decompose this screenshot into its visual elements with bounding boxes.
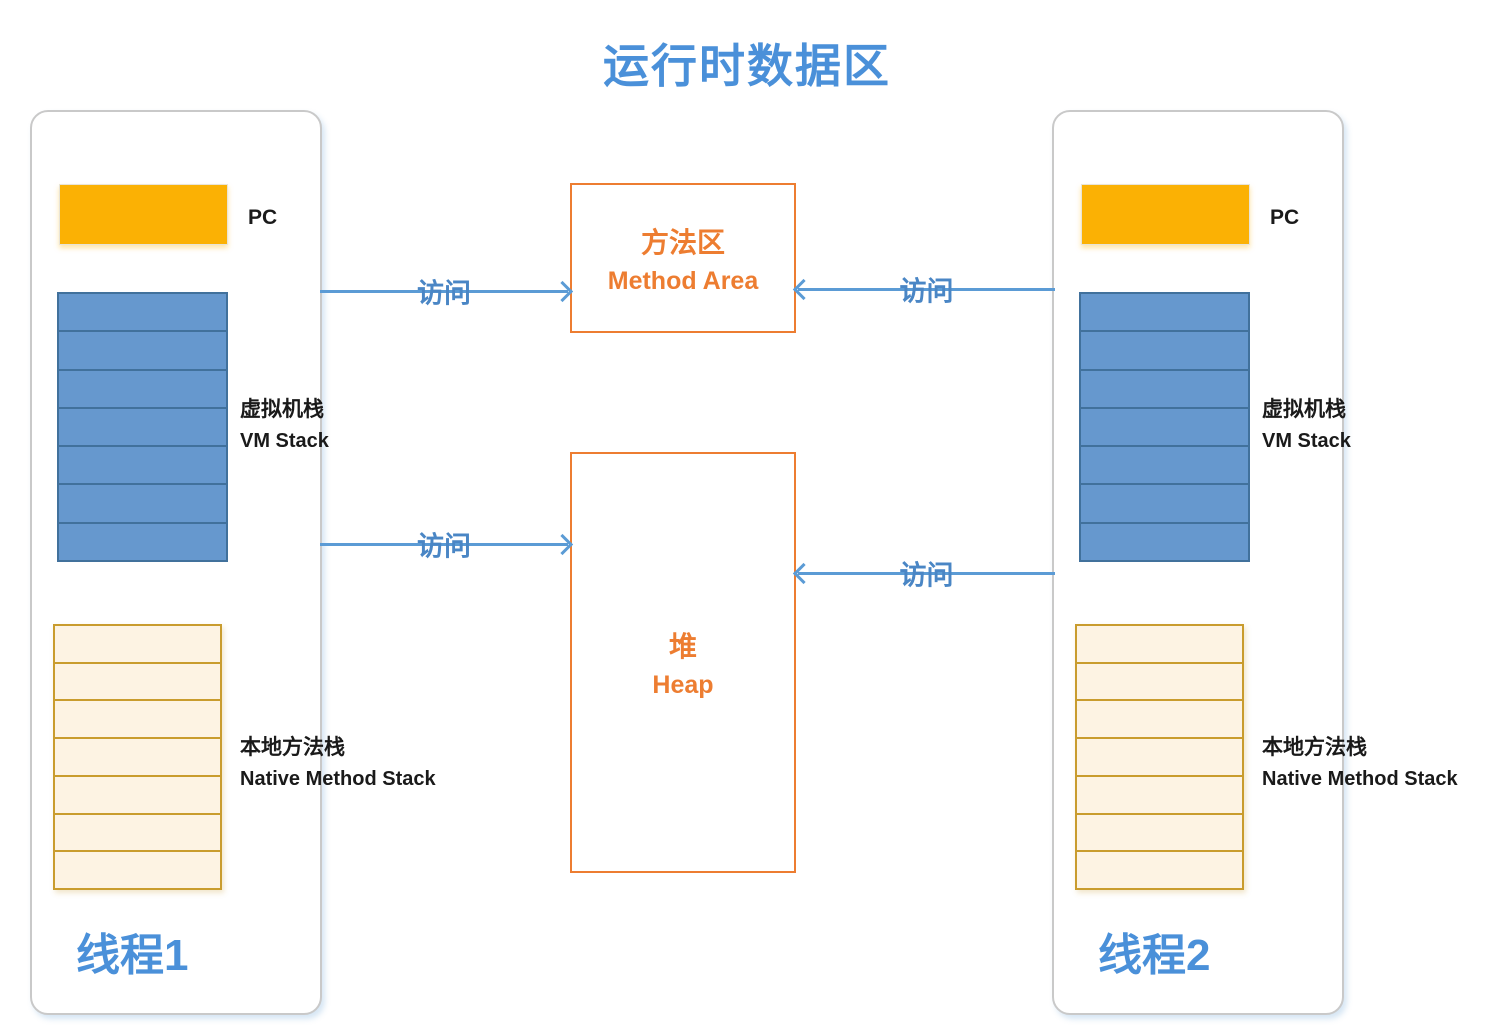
access-label: 访问 — [899, 276, 954, 307]
stack-row — [1077, 776, 1242, 815]
stack-row — [59, 523, 226, 560]
thread1-panel: PC 虚拟机栈 VM Stack 本地方法栈 Native Method Sta… — [30, 110, 436, 1015]
thread1-native-method-stack — [53, 624, 222, 890]
thread1-pc-label: PC — [248, 206, 278, 229]
arrowhead-left-icon — [792, 278, 815, 301]
thread2-panel: PC 虚拟机栈 VM Stack 本地方法栈 Native Method Sta… — [1052, 110, 1458, 1015]
thread1-vm-stack — [57, 292, 228, 562]
stack-row — [1081, 485, 1248, 524]
thread1-native-stack-label-en: Native Method Stack — [240, 767, 436, 790]
stack-row — [1081, 408, 1248, 448]
arrowhead-left-icon — [792, 562, 815, 585]
thread2-vm-stack — [1079, 292, 1250, 562]
thread1-vm-stack-caption: 虚拟机栈 VM Stack — [240, 394, 480, 456]
method-area-label-zh: 方法区 — [640, 226, 725, 258]
heap-label-en: Heap — [652, 671, 714, 699]
thread1-vm-stack-label-zh: 虚拟机栈 — [240, 398, 324, 421]
thread2-vm-stack-label-en: VM Stack — [1262, 429, 1351, 452]
access-label: 访问 — [417, 531, 471, 562]
thread2-label: 线程2 — [1098, 931, 1211, 980]
stack-row — [1077, 701, 1242, 740]
stack-row — [55, 739, 220, 777]
stack-row — [1077, 852, 1242, 889]
thread2-native-stack-label-en: Native Method Stack — [1262, 767, 1458, 790]
stack-row — [1077, 739, 1242, 777]
thread2-pc-label: PC — [1270, 206, 1300, 229]
thread2-vm-stack-caption: 虚拟机栈 VM Stack — [1262, 394, 1494, 456]
stack-row — [59, 332, 226, 371]
stack-row — [55, 852, 220, 889]
thread2-vm-stack-label-zh: 虚拟机栈 — [1262, 398, 1346, 421]
access-label: 访问 — [417, 278, 471, 309]
thread2-pc-register-box — [1081, 184, 1250, 245]
stack-row — [55, 701, 220, 740]
method-area-label-en: Method Area — [607, 266, 759, 295]
arrow-thread2-to-heap: 访问 — [792, 561, 1055, 591]
stack-row — [55, 663, 220, 702]
stack-row — [1081, 294, 1248, 333]
thread1-vm-stack-label-en: VM Stack — [240, 429, 329, 452]
stack-row — [59, 485, 226, 524]
arrow-thread1-to-heap: 访问 — [320, 532, 574, 562]
heap-box: 堆 Heap — [570, 452, 796, 873]
stack-row — [55, 814, 220, 853]
thread1-native-stack-caption: 本地方法栈 Native Method Stack — [240, 732, 480, 794]
arrow-thread1-to-method-area: 访问 — [320, 279, 574, 309]
arrow-thread2-to-method-area: 访问 — [792, 277, 1055, 307]
stack-row — [1081, 370, 1248, 409]
stack-row — [1077, 814, 1242, 853]
thread1-label: 线程1 — [76, 931, 189, 980]
stack-row — [55, 776, 220, 815]
thread2-native-stack-caption: 本地方法栈 Native Method Stack — [1262, 732, 1494, 794]
stack-row — [59, 408, 226, 448]
stack-row — [1081, 332, 1248, 371]
method-area-box: 方法区 Method Area — [570, 183, 796, 333]
diagram-title: 运行时数据区 — [603, 40, 891, 92]
stack-row — [1081, 523, 1248, 560]
thread2-native-method-stack — [1075, 624, 1244, 890]
thread1-native-stack-label-zh: 本地方法栈 — [240, 736, 345, 759]
stack-row — [59, 447, 226, 486]
stack-row — [1077, 626, 1242, 664]
stack-row — [59, 294, 226, 333]
stack-row — [59, 370, 226, 409]
stack-row — [1077, 663, 1242, 702]
stack-row — [1081, 447, 1248, 486]
heap-label-zh: 堆 — [668, 631, 697, 662]
stack-row — [55, 626, 220, 664]
thread1-pc-register-box — [59, 184, 228, 245]
access-label: 访问 — [899, 560, 954, 591]
thread2-native-stack-label-zh: 本地方法栈 — [1262, 736, 1367, 759]
